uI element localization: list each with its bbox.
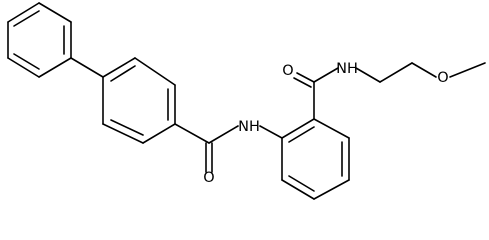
atom-label-nh-right: NH [336, 61, 358, 77]
structure-diagram: NH O O NH O [7, 2, 486, 200]
atom-label-nh-left: NH [238, 119, 260, 135]
bond-lines [7, 2, 486, 200]
atom-labels: NH O O NH O [203, 61, 448, 186]
atom-label-o-right: O [282, 63, 293, 79]
atom-label-o-ether: O [437, 70, 448, 86]
atom-label-o-left: O [203, 170, 214, 186]
